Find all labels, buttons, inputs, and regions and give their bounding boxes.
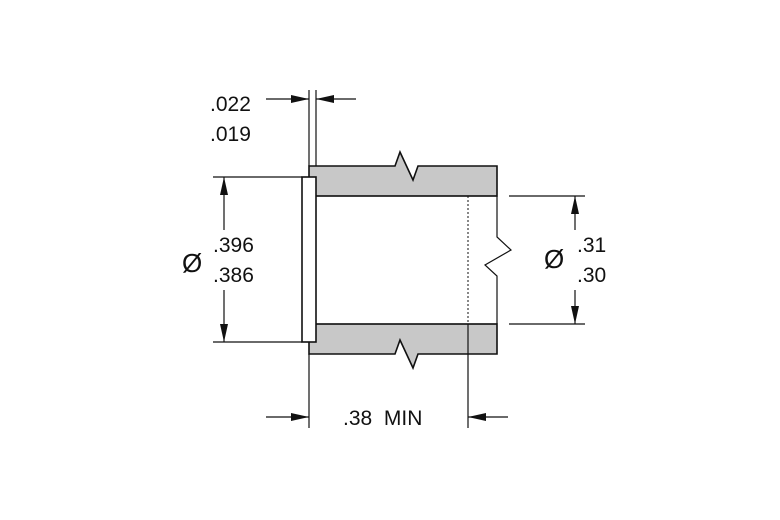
length-label: .38 MIN [343,407,422,430]
id-arrow-bottom [571,306,579,324]
od-diameter-symbol: Ø [182,248,202,278]
length-arrow-right [468,413,486,421]
flange-thk-arrow-right [316,95,334,103]
od-arrow-top [220,177,228,195]
flange-thk-lower: .019 [210,123,251,146]
od-lower: .386 [213,264,254,287]
length-arrow-left [291,413,309,421]
id-diameter-symbol: Ø [544,244,564,274]
bore-break-line [483,196,513,324]
id-upper: .31 [577,234,606,257]
lower-wall-section [308,323,498,371]
id-arrow-top [571,196,579,214]
upper-wall-section [308,149,498,197]
flange-thk-arrow-left [291,95,309,103]
flange-thk-upper: .022 [210,93,251,116]
od-arrow-bottom [220,324,228,342]
flange [301,176,317,343]
od-upper: .396 [213,234,254,257]
id-lower: .30 [577,264,606,287]
